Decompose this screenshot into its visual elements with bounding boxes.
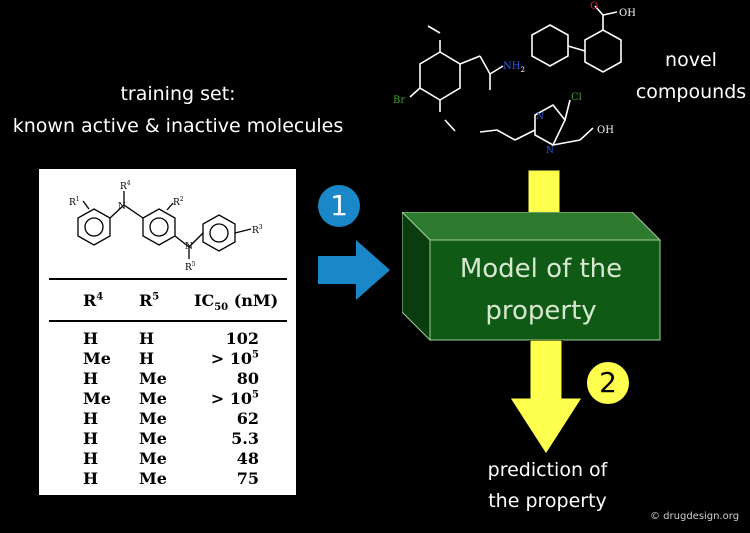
scaffold-ring-2 <box>142 208 176 246</box>
scaffold-ring-3 <box>202 214 236 252</box>
cell-r4: Me <box>83 389 111 408</box>
table-row: H Me 80 <box>39 369 296 389</box>
r2-label: R2 <box>173 196 184 208</box>
n-label-2: N <box>185 242 193 252</box>
training-set-title: training set: <box>120 83 236 105</box>
model-line1: Model of the <box>459 254 623 284</box>
novel-molecules-diagram: Br NH2 O OH OH Cl N N <box>393 1 635 156</box>
imidazole-n2-label: N <box>546 146 554 156</box>
cell-ic50: > 105 <box>210 349 259 368</box>
model-box <box>402 212 662 342</box>
table-row: H Me 48 <box>39 449 296 469</box>
n-label-1: N <box>118 202 126 212</box>
cell-r4: H <box>83 369 99 388</box>
cell-r5: Me <box>139 369 167 388</box>
hydroxyl-label: OH <box>619 8 635 19</box>
cell-r5: Me <box>139 429 167 448</box>
table-row: H H 102 <box>39 329 296 349</box>
benzene-ring-left <box>419 51 461 101</box>
training-set-label: training set: known active & inactive mo… <box>0 78 356 142</box>
r4-scaffold-label: R4 <box>120 180 131 192</box>
hydroxyl-label-2: OH <box>597 125 614 136</box>
model-line2: property <box>485 296 597 326</box>
r3-label: R3 <box>252 224 263 236</box>
cell-ic50: 80 <box>236 369 259 388</box>
carbonyl-oxygen-label: O <box>590 1 598 12</box>
cell-ic50: 62 <box>236 409 259 428</box>
table-top-rule <box>49 278 287 280</box>
step-1-badge: 1 <box>318 185 360 227</box>
blue-arrow <box>318 240 390 300</box>
novel-compounds-label: novel compounds <box>632 44 750 108</box>
training-set-subtitle: known active & inactive molecules <box>12 115 344 137</box>
copyright-credit: © drugdesign.org <box>650 511 740 522</box>
prediction-line1: prediction of <box>487 459 608 481</box>
amine-label: NH2 <box>503 61 525 74</box>
yellow-arrow-output <box>510 340 583 455</box>
cell-ic50: 75 <box>236 469 259 488</box>
table-header-row: R4 R5 IC50 (nM) <box>39 291 296 314</box>
cell-r4: H <box>83 469 99 488</box>
header-ic50: IC50 (nM) <box>194 291 279 314</box>
prediction-line2: the property <box>488 490 607 512</box>
table-row: Me Me > 105 <box>39 389 296 409</box>
r1-label: R1 <box>69 196 80 208</box>
prediction-label: prediction of the property <box>470 455 625 517</box>
cell-ic50: 5.3 <box>231 429 259 448</box>
table-row: H Me 75 <box>39 469 296 489</box>
table-header-rule <box>49 320 287 322</box>
table-row: H Me 62 <box>39 409 296 429</box>
header-r4: R4 <box>83 291 104 310</box>
cell-r4: H <box>83 449 99 468</box>
step-2-badge: 2 <box>586 361 630 405</box>
model-label: Model of the property <box>420 248 662 332</box>
table-row: Me H > 105 <box>39 349 296 369</box>
cell-r5: H <box>139 329 155 348</box>
cell-ic50: > 105 <box>210 389 259 408</box>
cell-r5: Me <box>139 469 167 488</box>
imidazole-n1-label: N <box>536 112 544 122</box>
scaffold-ring-1 <box>77 208 111 246</box>
bromine-label: Br <box>393 95 405 106</box>
table-row: H Me 5.3 <box>39 429 296 449</box>
cell-ic50: 102 <box>225 329 259 348</box>
cell-r4: H <box>83 329 99 348</box>
cell-ic50: 48 <box>236 449 259 468</box>
cell-r4: Me <box>83 349 111 368</box>
cell-r4: H <box>83 409 99 428</box>
cell-r5: Me <box>139 409 167 428</box>
cell-r5: Me <box>139 389 167 408</box>
scaffold-structure: R1 N R4 R2 N R5 R3 <box>69 180 263 273</box>
cell-r5: H <box>139 349 155 368</box>
r5-scaffold-label: R5 <box>185 261 196 273</box>
chlorine-label: Cl <box>571 92 582 103</box>
novel-line1: novel <box>665 49 717 71</box>
cell-r5: Me <box>139 449 167 468</box>
novel-line2: compounds <box>635 81 747 103</box>
cell-r4: H <box>83 429 99 448</box>
header-r5: R5 <box>139 291 160 310</box>
